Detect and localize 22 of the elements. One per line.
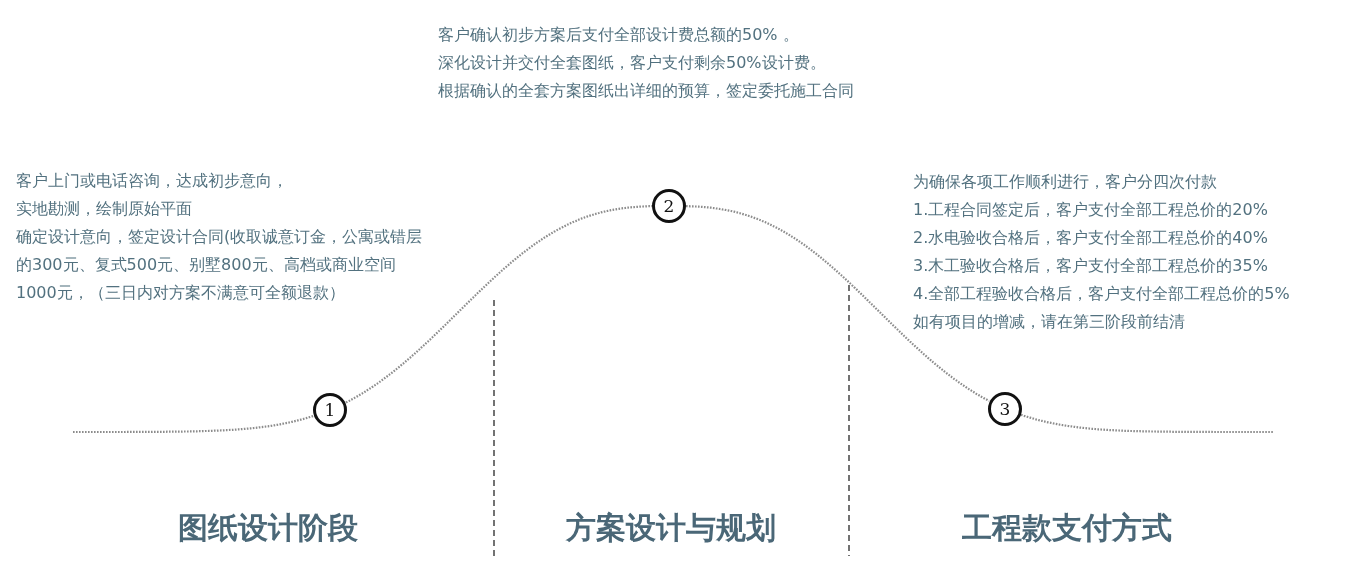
description-text: 4.全部工程验收合格后，客户支付全部工程总价的5%	[913, 283, 1290, 305]
step-number-circle: 3	[988, 391, 1022, 426]
description-text: 3.木工验收合格后，客户支付全部工程总价的35%	[913, 255, 1268, 277]
description-text: 为确保各项工作顺利进行，客户分四次付款	[913, 171, 1217, 193]
stage-title: 图纸设计阶段	[178, 510, 358, 546]
description-text: 2.水电验收合格后，客户支付全部工程总价的40%	[913, 227, 1268, 249]
description-text: 根据确认的全套方案图纸出详细的预算，签定委托施工合同	[438, 80, 854, 102]
step-number-circle: 2	[652, 189, 686, 223]
description-text: 客户确认初步方案后支付全部设计费总额的50% 。	[438, 24, 799, 46]
dotted-curve	[72, 414, 315, 434]
description-text: 客户上门或电话咨询，达成初步意向，	[16, 170, 288, 192]
step-number-circle: 1	[313, 392, 347, 427]
description-text: 如有项目的增减，请在第三阶段前结清	[913, 311, 1185, 333]
description-text: 深化设计并交付全套图纸，客户支付剩余50%设计费。	[438, 52, 826, 74]
dotted-curve	[345, 205, 653, 404]
description-text: 实地勘测，绘制原始平面	[16, 198, 192, 220]
stage-title: 工程款支付方式	[962, 510, 1172, 546]
dotted-curve	[685, 205, 990, 402]
description-text: 确定设计意向，签定设计合同(收取诚意订金，公寓或错层的300元、复式500元、别墅800元、高档或商业空间1000元，（三日内对方案不满意可全额退款）	[16, 226, 424, 304]
dotted-curve	[1020, 413, 1274, 434]
stage-title: 方案设计与规划	[566, 510, 776, 546]
description-text: 1.工程合同签定后，客户支付全部工程总价的20%	[913, 199, 1268, 221]
